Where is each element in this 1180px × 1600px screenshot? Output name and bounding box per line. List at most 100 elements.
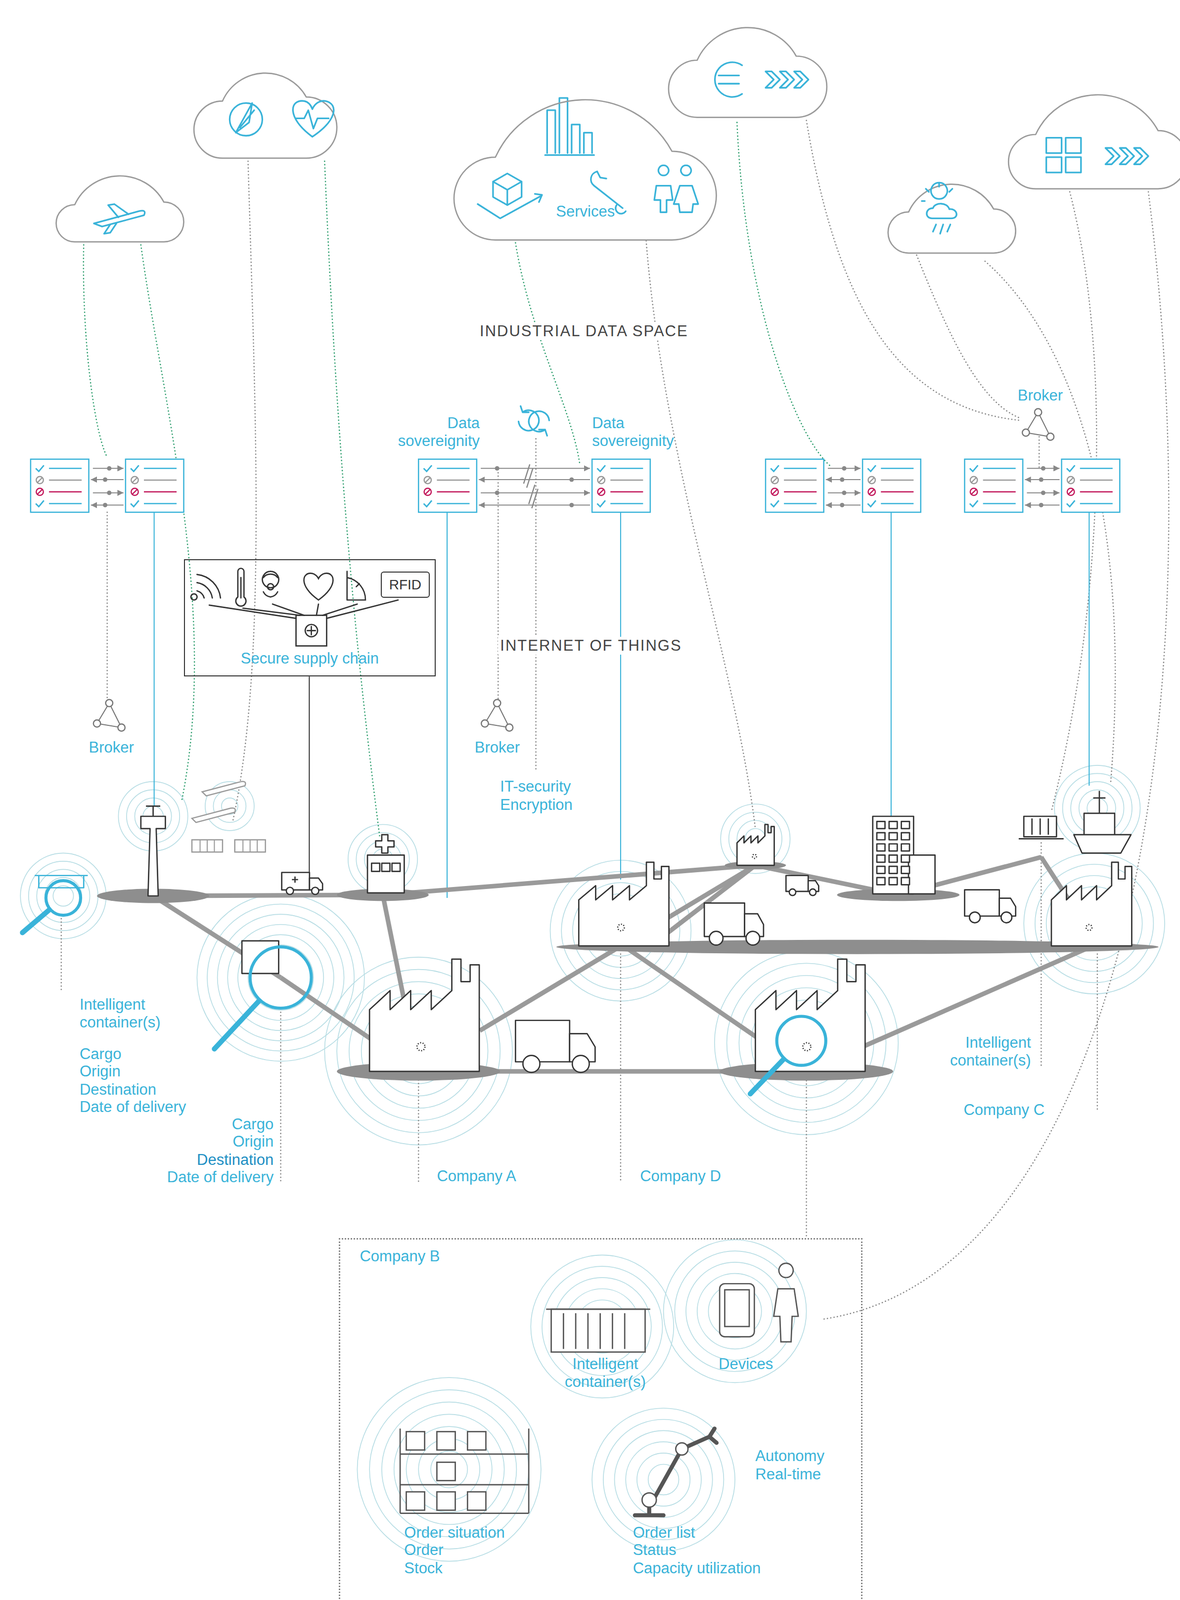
layer-heading: INTERNET OF THINGS <box>498 636 684 655</box>
annotation: Company D <box>639 1167 722 1186</box>
annotation: Order <box>404 1541 444 1560</box>
annotation: Destination <box>79 1081 157 1099</box>
container-detail <box>1018 818 1064 839</box>
magnifier-handle <box>22 909 49 933</box>
annotation: Origin <box>232 1133 274 1151</box>
dotted-link <box>1040 843 1043 1067</box>
containers <box>191 781 266 853</box>
rule-line <box>880 491 914 493</box>
factory <box>369 959 480 1072</box>
container-ribs <box>545 1309 651 1350</box>
wheel <box>809 889 817 896</box>
rule-line <box>783 479 817 481</box>
heart-icon <box>304 573 334 600</box>
annotation: IT-security <box>498 777 573 796</box>
signal-wave <box>685 1262 784 1361</box>
deny-mark <box>36 476 44 484</box>
heart-ecg-icon <box>292 100 334 137</box>
hospital <box>367 855 405 893</box>
rule-line <box>983 467 1016 469</box>
signal-wave <box>394 1414 505 1525</box>
cloud <box>193 73 337 159</box>
stock-box <box>406 1492 425 1511</box>
person <box>773 1263 799 1343</box>
wifi-icon <box>190 574 221 601</box>
signal-wave <box>213 789 246 823</box>
arrow-dot <box>1041 466 1046 471</box>
factory <box>1051 862 1132 947</box>
arrow-dot <box>841 466 847 471</box>
robot-arm <box>635 1428 717 1516</box>
signal-wave <box>728 812 782 866</box>
compass-needle <box>235 102 255 133</box>
window <box>889 844 898 852</box>
annotation: Status <box>633 1541 677 1560</box>
dotted-link <box>515 242 580 465</box>
dotted-link <box>140 244 195 802</box>
rule-line <box>436 502 470 504</box>
checklist-box <box>765 459 824 513</box>
rfid-tag: RFID <box>380 571 430 599</box>
truck-body <box>515 1020 570 1063</box>
rule-line <box>143 479 177 481</box>
dotted-link <box>279 1012 282 1184</box>
rule-line <box>880 467 914 469</box>
wheel <box>1000 912 1012 924</box>
truck-body <box>785 875 809 892</box>
data-link <box>1088 512 1090 786</box>
dotted-link <box>417 1063 420 1182</box>
checklist-box <box>964 459 1023 513</box>
arrow-dot <box>495 490 500 496</box>
deny-mark <box>1067 476 1075 484</box>
rule-line <box>983 491 1016 493</box>
rule-line <box>783 491 817 493</box>
container-ribs <box>242 839 258 853</box>
rule-line <box>436 467 470 469</box>
annotation: Date of delivery <box>167 1168 274 1187</box>
wheel <box>522 1055 540 1073</box>
arrow-dot <box>569 502 574 508</box>
cloud <box>1008 94 1180 189</box>
grid-icon <box>1046 137 1082 173</box>
rule-line <box>143 502 177 504</box>
rule-line <box>1080 479 1113 481</box>
magnifier-handle <box>214 1000 260 1050</box>
window <box>876 877 886 885</box>
deny-mark <box>771 488 778 496</box>
deny-mark <box>867 488 875 496</box>
check-mark <box>1066 500 1076 507</box>
window <box>889 866 898 874</box>
data-link <box>890 512 892 817</box>
dotted-link <box>736 122 832 468</box>
chevron-icon <box>1105 147 1120 165</box>
annotation: Destination <box>196 1151 274 1170</box>
signal-wave <box>603 1419 725 1541</box>
broker-dot <box>493 699 501 707</box>
broker-dot <box>117 724 125 731</box>
weather-icon <box>921 182 957 234</box>
check-mark <box>969 465 979 472</box>
deny-mark <box>970 488 978 496</box>
annotation: Company A <box>436 1167 516 1186</box>
annotation: Broker <box>89 738 135 757</box>
window <box>876 832 886 840</box>
wheel <box>709 931 724 946</box>
euro-icon <box>715 62 743 97</box>
wheel <box>789 889 796 896</box>
package-icon <box>477 173 543 219</box>
rule-line <box>1080 467 1113 469</box>
rule-line <box>610 491 643 493</box>
sensor-line <box>326 600 398 619</box>
rule-line <box>48 479 82 481</box>
rule-line <box>48 467 82 469</box>
annotation: Order list <box>633 1524 696 1543</box>
truck-body <box>281 872 310 891</box>
deny-mark <box>424 488 432 496</box>
chevron-icon <box>1134 147 1149 165</box>
dotted-link <box>985 261 1116 784</box>
annotation: Encryption <box>498 796 575 815</box>
deny-mark <box>597 488 605 496</box>
annotation: Data sovereignity <box>379 414 480 451</box>
window <box>889 877 898 885</box>
bar-chart-icon <box>544 97 594 156</box>
